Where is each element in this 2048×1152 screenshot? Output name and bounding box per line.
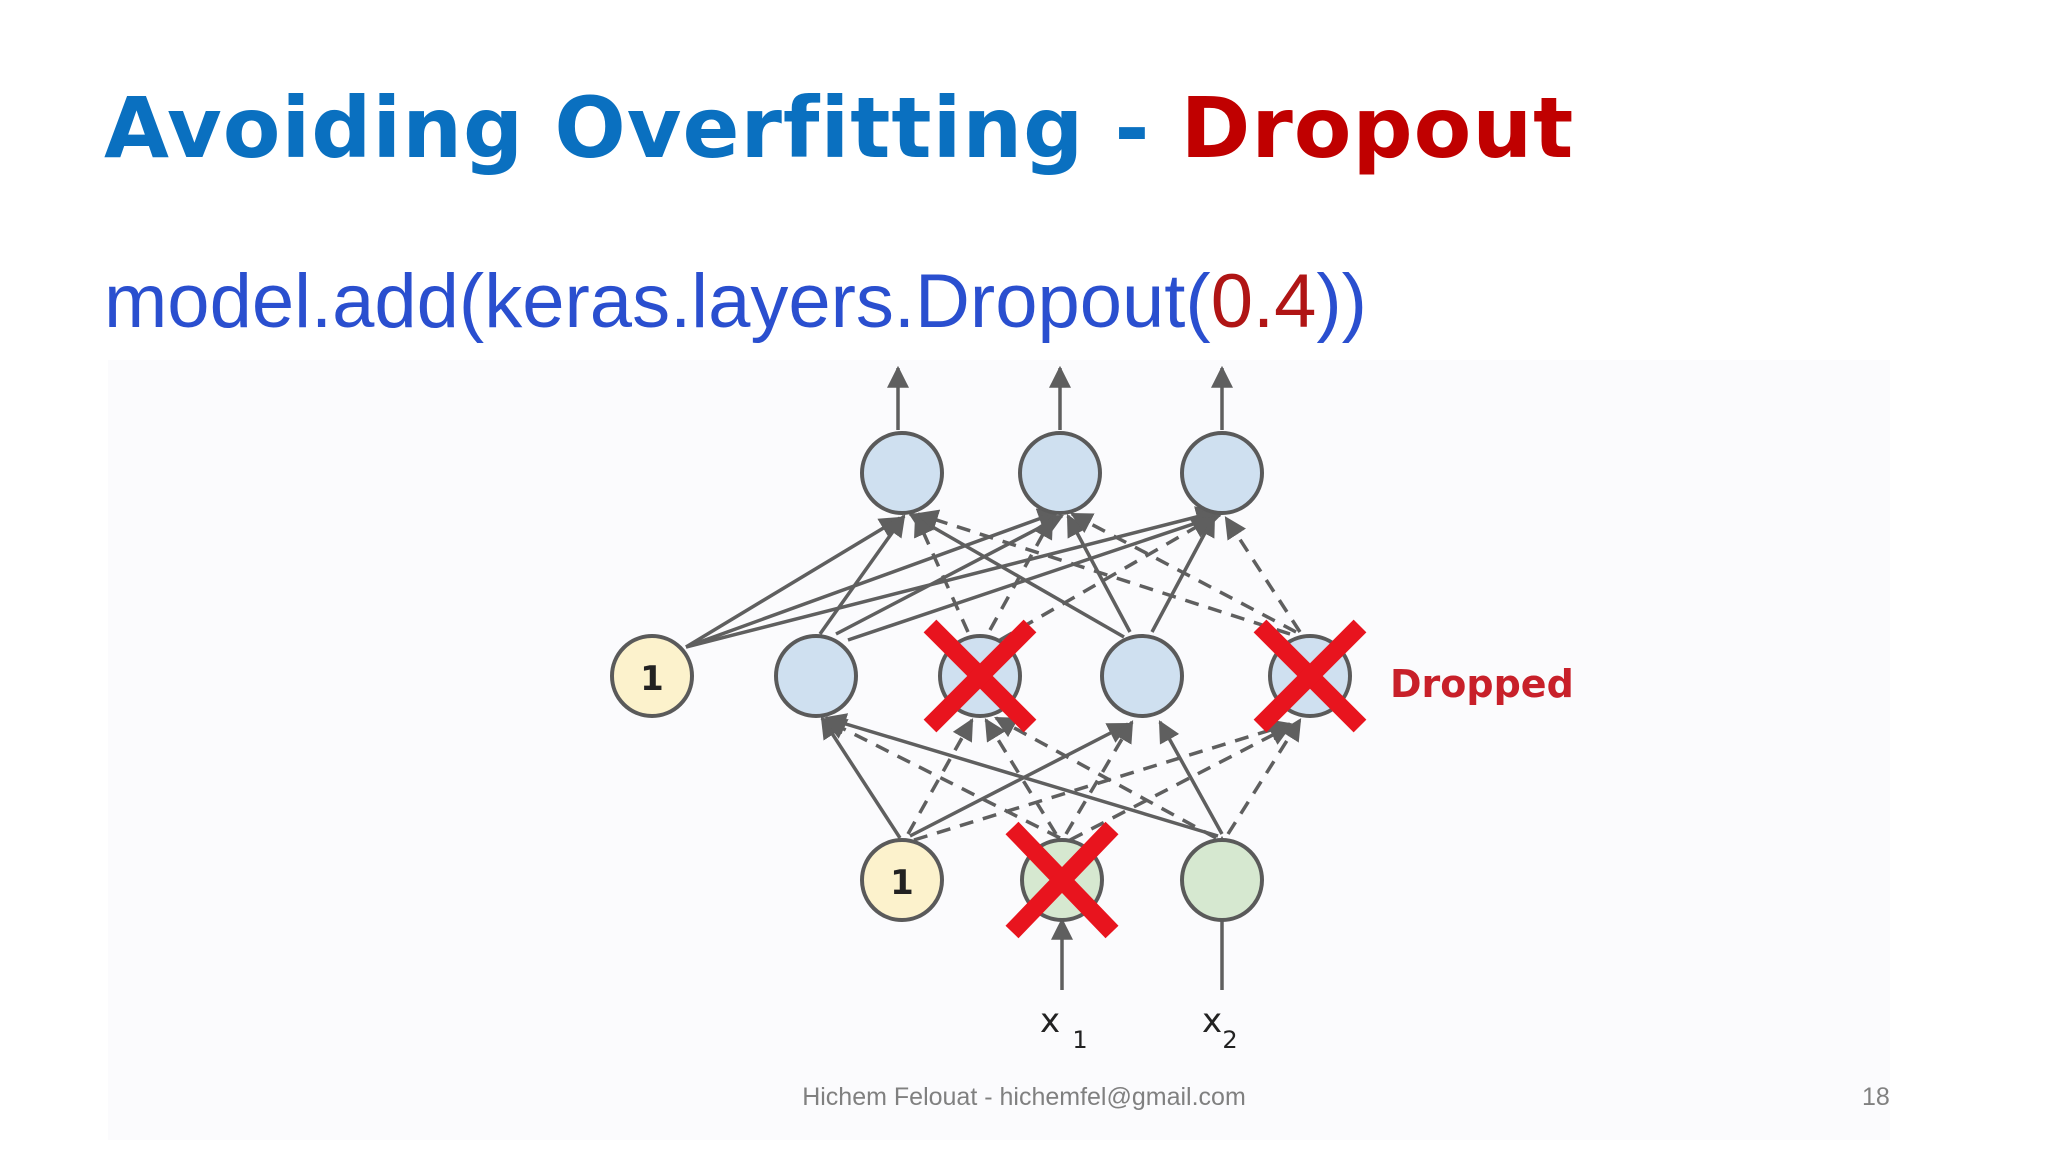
edge-h4-o2 — [1070, 512, 1297, 634]
dropout-rate-value: 0.4 — [1210, 259, 1317, 344]
output-node-1 — [860, 431, 944, 515]
output-layer — [860, 431, 1264, 515]
edge-ibias-h3 — [909, 722, 1130, 838]
input-label-x1-base: x — [1040, 1001, 1060, 1041]
edge-h2-o3 — [999, 516, 1214, 642]
output-node-3 — [1180, 431, 1264, 515]
edge-x2-h1 — [823, 713, 1219, 838]
input-label-x2: x 2 — [1202, 1001, 1238, 1054]
edge-x2-h4 — [1226, 718, 1302, 835]
output-node-2 — [1018, 431, 1102, 515]
footer-author: Hichem Felouat - hichemfel@gmail.com — [802, 1083, 1246, 1111]
edge-hbias-o3 — [685, 506, 1219, 649]
hidden-bias-node — [610, 634, 694, 718]
edge-h1-o2 — [835, 514, 1064, 636]
edge-h2-o2 — [988, 516, 1054, 631]
hidden-bias-label: 1 — [640, 659, 664, 699]
page-number: 18 — [1862, 1083, 1890, 1111]
hidden-node-1 — [774, 634, 858, 718]
edge-x1-h1 — [824, 718, 1061, 840]
input-label-x1-sub: 1 — [1072, 1026, 1087, 1054]
dropped-label: Dropped — [1390, 662, 1574, 706]
edge-h3-o1 — [908, 512, 1125, 639]
edge-h1-o1 — [818, 514, 906, 636]
edge-hbias-o2 — [685, 508, 1061, 649]
edge-x1-h3 — [1064, 720, 1134, 835]
input-label-x2-base: x — [1202, 1001, 1222, 1041]
drop-cross-icon — [1253, 619, 1367, 733]
diagram-panel — [108, 360, 1890, 1140]
code-line: model.add(keras.layers.Dropout(0.4)) — [104, 258, 1367, 345]
slide-title-main: Avoiding Overfitting - — [104, 79, 1181, 177]
input-node-x2 — [1180, 838, 1264, 922]
input-label-x2-sub: 2 — [1222, 1026, 1237, 1054]
input-bias-node — [860, 838, 944, 922]
connections — [685, 365, 1302, 990]
input-label-x1: x 1 — [1040, 1001, 1088, 1054]
code-suffix: )) — [1316, 259, 1367, 344]
edge-x2-h3 — [1158, 720, 1224, 835]
drop-cross-icon — [923, 619, 1037, 733]
edge-h1-o3 — [847, 510, 1223, 642]
input-bias-label: 1 — [890, 863, 914, 903]
dropped-marks — [923, 619, 1367, 939]
edge-hbias-o1 — [685, 516, 902, 649]
edge-ibias-h4 — [913, 719, 1293, 842]
code-prefix: model.add(keras.layers.Dropout( — [104, 259, 1211, 344]
edge-h4-o1 — [915, 509, 1291, 636]
slide-title: Avoiding Overfitting - Dropout — [104, 80, 1574, 177]
edge-x2-h2 — [994, 716, 1217, 840]
edge-h2-o1 — [914, 513, 970, 633]
slide-title-accent: Dropout — [1180, 79, 1575, 177]
edge-x1-h4 — [1069, 724, 1292, 842]
edge-ibias-h2 — [906, 718, 974, 835]
hidden-node-3 — [1100, 634, 1184, 718]
drop-cross-icon — [1005, 821, 1119, 939]
